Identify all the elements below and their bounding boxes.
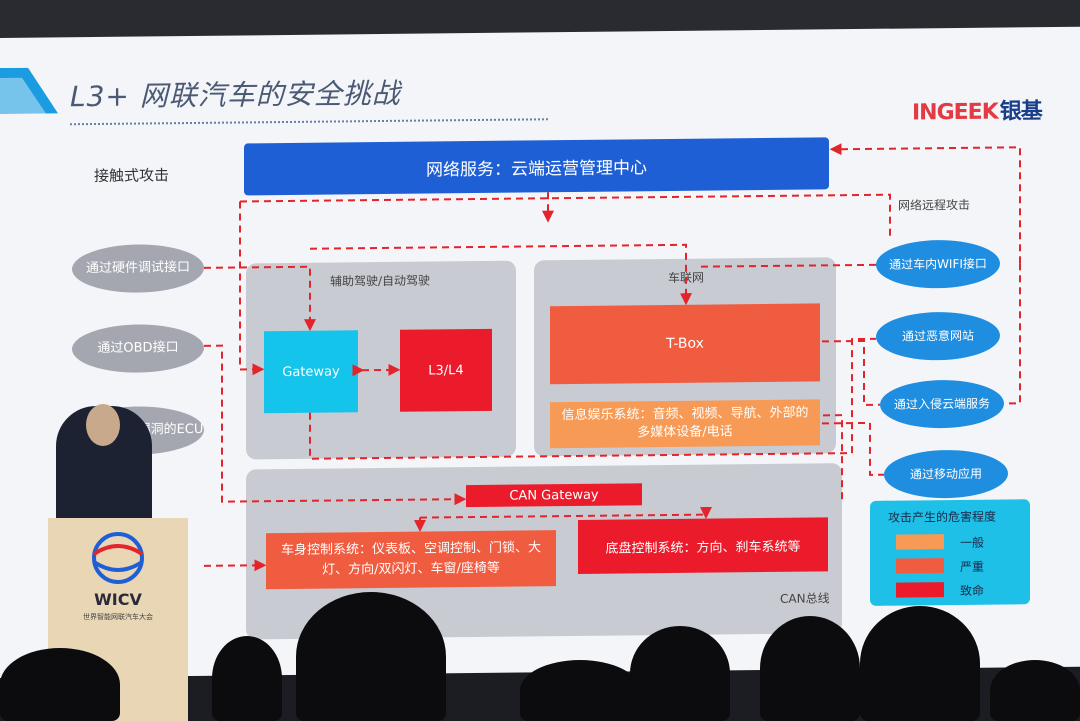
audience-head bbox=[630, 626, 730, 721]
title-decoration-icon bbox=[0, 67, 58, 114]
presenter-head bbox=[86, 404, 120, 446]
podium-subtitle: 世界智能网联汽车大会 bbox=[83, 613, 153, 621]
audience-head bbox=[212, 636, 282, 721]
wicv-emblem-icon bbox=[92, 532, 144, 584]
audience-head bbox=[0, 648, 120, 721]
podium-logo: WICV bbox=[94, 590, 142, 609]
audience-head bbox=[520, 660, 640, 721]
projection-screen: L3+ 网联汽车的安全挑战 INGEEK银基 接触式攻击 网络远程攻击 网络服务… bbox=[0, 26, 1080, 678]
audience-head bbox=[860, 606, 980, 721]
attack-paths bbox=[204, 143, 1021, 572]
audience-head bbox=[296, 592, 446, 721]
audience-head bbox=[990, 660, 1080, 721]
audience-head bbox=[760, 616, 860, 721]
